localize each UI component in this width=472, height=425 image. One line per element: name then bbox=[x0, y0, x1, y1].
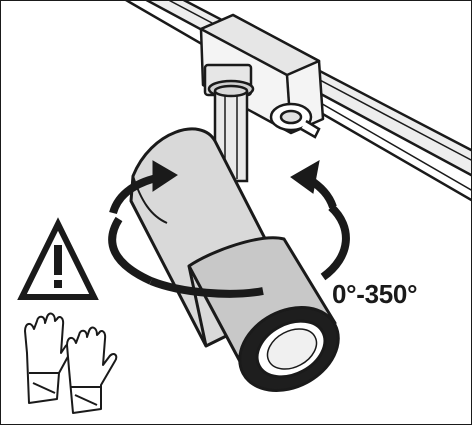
rotation-arrow-icon bbox=[108, 204, 350, 285]
protective-gloves-icon bbox=[24, 312, 118, 414]
rotation-range-label: 0°-350° bbox=[332, 279, 418, 309]
rotation-arrowheads bbox=[109, 160, 337, 298]
warning-triangle-icon bbox=[17, 217, 99, 300]
adapter-knob bbox=[269, 102, 321, 139]
